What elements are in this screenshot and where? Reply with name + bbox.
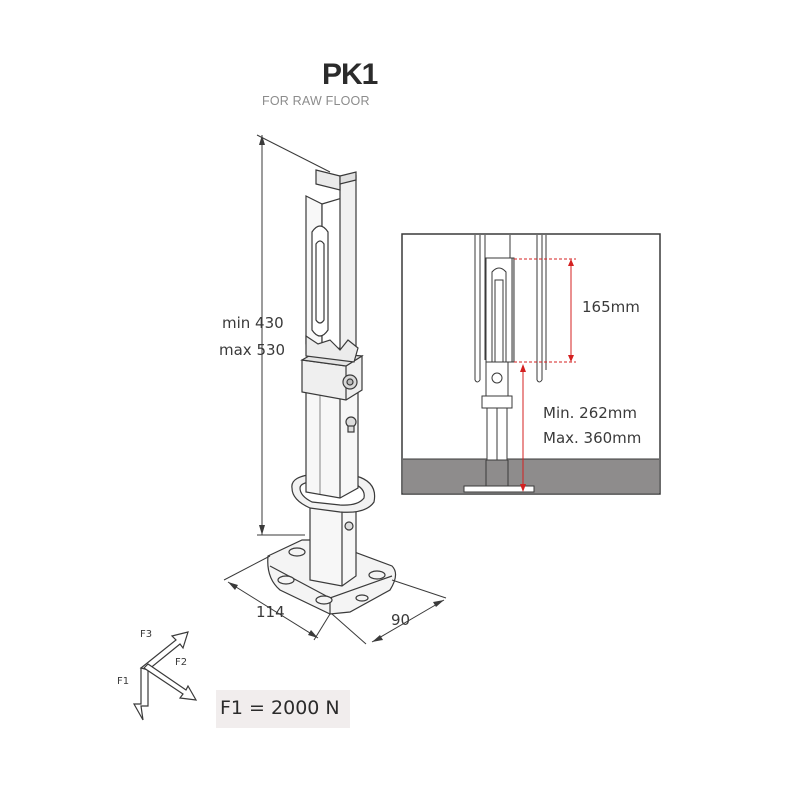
height-min-label: min 430 — [222, 314, 284, 332]
base-depth-label: 90 — [391, 611, 411, 629]
height-max-label: max 530 — [219, 341, 286, 359]
f2-label: F2 — [175, 657, 188, 668]
bracket-height-label: 165mm — [582, 298, 640, 316]
base-width-label: 114 — [256, 603, 285, 621]
product-title: PK1 — [322, 58, 378, 91]
force-arrows — [132, 631, 198, 721]
detail-bracket — [463, 257, 535, 493]
product-subtitle: FOR RAW FLOOR — [262, 94, 370, 108]
load-box — [216, 690, 350, 728]
upper-bracket — [305, 169, 359, 363]
f3-label: F3 — [140, 629, 153, 640]
f3-arrow-icon — [139, 631, 189, 671]
detail-view — [401, 233, 661, 495]
detail-red-dimensions — [514, 258, 576, 492]
base-dimensions — [223, 555, 447, 645]
max-height-label: Max. 360mm — [543, 429, 642, 447]
middle-tube — [305, 384, 359, 499]
f1-arrow-icon — [132, 667, 149, 721]
f1-label: F1 — [117, 676, 130, 687]
load-value: F1 = 2000 N — [220, 697, 340, 719]
f2-arrow-icon — [143, 663, 198, 701]
height-dimension — [256, 134, 331, 536]
min-height-label: Min. 262mm — [543, 404, 638, 422]
